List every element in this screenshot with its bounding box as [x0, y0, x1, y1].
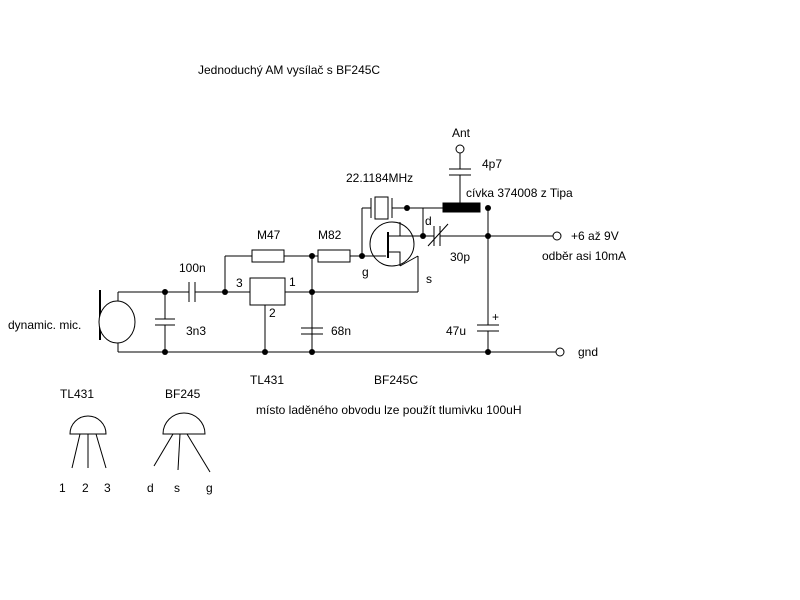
gate-label: g: [362, 265, 369, 279]
tl431-pin3-label: 3: [236, 276, 243, 290]
bf245-pinout-title: BF245: [165, 387, 201, 401]
current-label: odběr asi 10mA: [542, 249, 627, 263]
tl431-block: [249, 277, 312, 352]
bf245-pinout-pin-g: g: [206, 481, 213, 495]
capacitor-3n3: [155, 292, 175, 352]
capacitor-4p7: [449, 144, 471, 208]
diagram-title: Jednoduchý AM vysílač s BF245C: [198, 63, 381, 77]
note-text: místo laděného obvodu lze použít tlumivk…: [256, 403, 522, 417]
bf245-pinout-pin-d: d: [147, 481, 154, 495]
bf245c-part-label: BF245C: [374, 373, 419, 387]
junction-dots: [162, 205, 491, 355]
tl431-pinout-pin1: 1: [59, 481, 66, 495]
tl431-pin2-label: 2: [269, 306, 276, 320]
source-label: s: [426, 272, 432, 286]
cap-47u-plus: +: [492, 310, 500, 324]
antenna-label: Ant: [452, 126, 471, 140]
drain-label: d: [425, 214, 432, 228]
coil-label: cívka 374008 z Tipa: [466, 186, 573, 200]
gnd-terminal: [555, 347, 565, 357]
tl431-pinout-title: TL431: [60, 387, 95, 401]
tl431-pin1-label: 1: [289, 275, 296, 289]
tl431-part-label: TL431: [250, 373, 285, 387]
trimmer-label: 30p: [450, 250, 471, 264]
capacitor-68n: [301, 327, 323, 335]
mic-label: dynamic. mic.: [8, 318, 82, 332]
cap-4p7-label: 4p7: [482, 157, 503, 171]
coil-symbol: [442, 202, 481, 213]
cap-47u-label: 47u: [446, 324, 467, 338]
resistor-m82: [312, 249, 362, 263]
cap-68n-label: 68n: [331, 324, 352, 338]
tl431-pinout-pin2: 2: [82, 481, 89, 495]
tl431-pinout-pin3: 3: [104, 481, 111, 495]
resistor-m47: [224, 249, 313, 352]
gnd-label: gnd: [578, 345, 599, 359]
bf245-pinout-pin-s: s: [174, 481, 180, 495]
supply-label: +6 až 9V: [571, 229, 619, 243]
m82-label: M82: [318, 228, 342, 242]
microphone-symbol: [98, 290, 165, 352]
cap-100n-label: 100n: [179, 261, 206, 275]
trimmer-30p: [423, 223, 488, 247]
bf245-pinout-symbol: [153, 412, 211, 473]
crystal-symbol: [361, 196, 478, 256]
m47-label: M47: [257, 228, 281, 242]
supply-terminal: [552, 231, 562, 241]
tl431-pinout-symbol: [69, 415, 107, 469]
cap-3n3-label: 3n3: [186, 324, 207, 338]
capacitor-47u: [477, 208, 499, 352]
jfet-symbol: [362, 208, 424, 267]
crystal-label: 22.1184MHz: [346, 171, 414, 185]
